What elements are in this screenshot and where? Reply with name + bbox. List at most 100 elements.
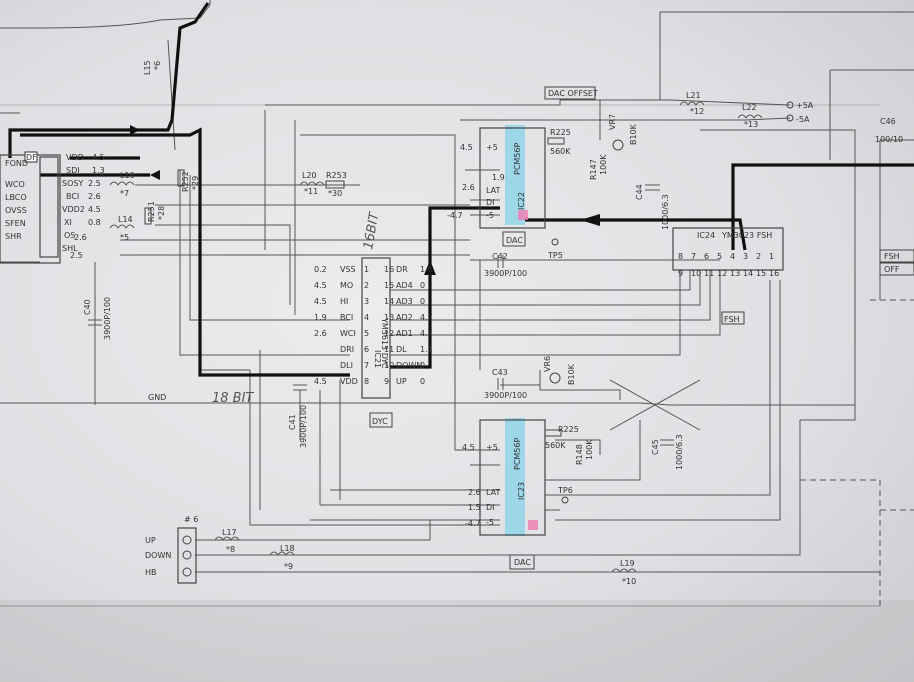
svg-text:IC23: IC23 [517, 482, 526, 500]
r225-bottom: R225 560K [544, 425, 579, 450]
svg-text:1.5: 1.5 [468, 503, 481, 512]
dyc-right-num-7: 9 [384, 377, 389, 386]
df-ic: DF FOND WCO LBCO OVSS SFEN SHR VDD SDI S… [0, 151, 105, 264]
c42-capacitor: C42 3900P/100 [484, 252, 527, 278]
svg-text:B10K: B10K [567, 363, 576, 385]
dyc-right-pin-1: AD4 [396, 281, 413, 290]
ic24-ym3023: FSH IC24 YM3023 FSH [672, 227, 784, 325]
svg-text:L18: L18 [280, 544, 295, 553]
dyc-right-num-5: 11 [384, 345, 394, 354]
df-pin-3: OVSS [5, 206, 27, 215]
svg-text:3900P/100: 3900P/100 [299, 405, 308, 448]
ic24-pin-top-3: 5 [717, 252, 722, 261]
c41-capacitor: C41 3900P/100 [288, 384, 308, 448]
l17-inductor: L17 *8 [214, 528, 240, 554]
dyc-right-num-4: 12 [384, 329, 394, 338]
dyc-right-pin-2: AD3 [396, 297, 413, 306]
svg-text:1.9: 1.9 [492, 173, 505, 182]
dyc-left-num-0: 1 [364, 265, 369, 274]
svg-text:DAC OFFSET: DAC OFFSET [548, 89, 598, 98]
bit18-annotation: 18 BIT [212, 391, 254, 406]
r253-resistor: R253 *30 [325, 171, 347, 198]
svg-text:YM3023 FSH: YM3023 FSH [721, 231, 772, 240]
svg-text:R225: R225 [558, 425, 579, 434]
svg-text:L20: L20 [302, 171, 317, 180]
ic24-pin-top-4: 4 [730, 252, 735, 261]
svg-text:DAC: DAC [514, 558, 531, 567]
svg-text:HB: HB [145, 568, 157, 577]
dyc-left-volt-3: 1.9 [314, 313, 327, 322]
df-volt-0: 4.5 [92, 153, 105, 162]
df-right-5: XI [64, 218, 72, 227]
df-right-7: SHL [62, 244, 78, 253]
svg-text:*6: *6 [153, 61, 162, 70]
df-pin-5: SHR [5, 232, 22, 241]
svg-text:+5: +5 [486, 443, 498, 452]
svg-text:*9: *9 [284, 562, 293, 571]
svg-text:VR6: VR6 [543, 356, 552, 372]
svg-text:R251: R251 [147, 201, 156, 222]
ic24-pin-bottom-3: 12 [717, 269, 727, 278]
ic24-pin-top-5: 3 [743, 252, 748, 261]
connector-6: # 6 UP DOWN HB [145, 515, 198, 584]
dyc-left-num-3: 4 [364, 313, 369, 322]
svg-text:L16: L16 [120, 171, 135, 180]
df-pin-4: SFEN [5, 219, 26, 228]
dyc-left-pin-1: MO [340, 281, 353, 290]
dyc-right-num-6: 10 [384, 361, 394, 370]
svg-text:560K: 560K [550, 147, 571, 156]
svg-text:2.6: 2.6 [462, 183, 475, 192]
l19-inductor: L19 *10 [611, 559, 637, 586]
ic24-pin-bottom-2: 11 [704, 269, 714, 278]
dyc-box-label: DYC [372, 417, 388, 426]
svg-text:100/10: 100/10 [875, 135, 903, 144]
dyc-right-pin-6: DOWN [396, 361, 422, 370]
svg-text:*7: *7 [120, 189, 129, 198]
svg-text:IC24: IC24 [697, 231, 715, 240]
ic24-pin-top-0: 8 [678, 252, 683, 261]
df-pin-2: LBCO [5, 193, 27, 202]
svg-text:3900P/100: 3900P/100 [484, 391, 527, 400]
c43-capacitor: C43 3900P/100 [484, 368, 527, 400]
svg-text:DAC: DAC [506, 236, 523, 245]
svg-text:*29: *29 [191, 176, 200, 190]
dyc-right-volt-2: 0 [420, 297, 425, 306]
dyc-right-volt-1: 0 [420, 281, 425, 290]
df-volt-3: 2.6 [88, 192, 101, 201]
svg-text:TP5: TP5 [547, 251, 563, 260]
dyc-right-pin-4: AD1 [396, 329, 413, 338]
ic24-pin-bottom-7: 16 [769, 269, 779, 278]
ic23-pcm56p: PCM56P IC23 +5 LAT DI -5 4.5 2.6 1.5 -4.… [462, 418, 573, 570]
r251-resistor: R251 *28 [144, 201, 166, 225]
l16-inductor: L16 *7 [109, 171, 135, 198]
dyc-right-num-0: 16 [384, 265, 394, 274]
svg-text:*12: *12 [690, 107, 704, 116]
svg-text:1000/6.3: 1000/6.3 [675, 434, 684, 470]
svg-text:DI: DI [486, 198, 495, 207]
svg-text:OFF: OFF [884, 265, 900, 274]
ic21-dyc: YM3613 DYC IC21 DYC [361, 257, 393, 428]
svg-text:-4.7: -4.7 [447, 211, 463, 220]
svg-text:100K: 100K [585, 439, 594, 460]
ic24-pin-bottom-4: 13 [730, 269, 740, 278]
svg-text:C45: C45 [651, 439, 660, 455]
svg-text:R147: R147 [589, 159, 598, 180]
dyc-left-num-7: 8 [364, 377, 369, 386]
dyc-right-volt-3: 4.7 [420, 313, 433, 322]
ic24-pin-top-2: 6 [704, 252, 709, 261]
fsh-switch: FSH OFF [879, 249, 914, 276]
svg-text:FSH: FSH [884, 252, 900, 261]
svg-text:C41: C41 [288, 414, 297, 430]
l22-inductor: L22 *13 [737, 103, 763, 129]
svg-text:R252: R252 [181, 171, 190, 192]
c40-capacitor: C40 3900P/100 [83, 297, 112, 340]
c45-capacitor: C45 1000/6.3 [651, 434, 684, 470]
dyc-left-pin-2: HI [340, 297, 348, 306]
df-label: DF [26, 153, 37, 162]
svg-text:PCM56P: PCM56P [513, 143, 522, 175]
df-right-3: BCI [66, 192, 79, 201]
svg-text:*28: *28 [157, 206, 166, 220]
ic24-pin-bottom-1: 10 [691, 269, 701, 278]
